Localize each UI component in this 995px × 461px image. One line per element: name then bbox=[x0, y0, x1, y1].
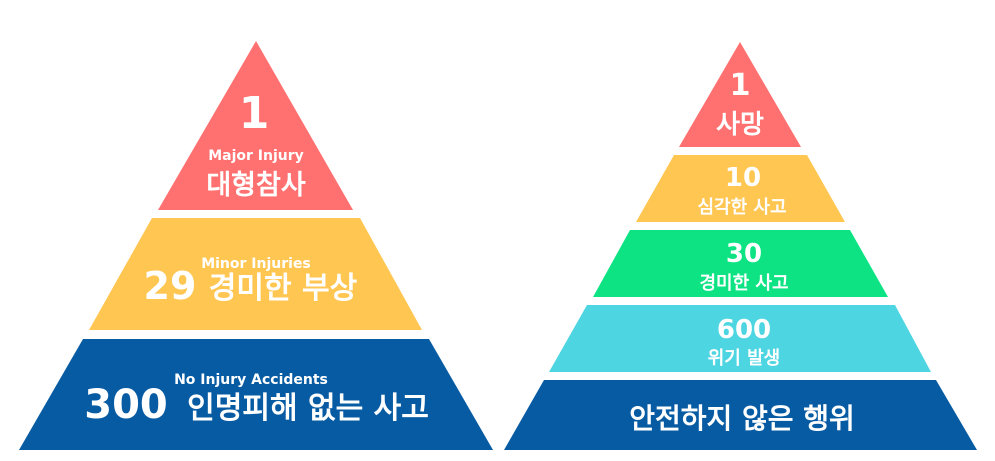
left-level-3-korean: 인명피해 없는 사고 bbox=[187, 391, 429, 426]
right-level-1-number: 1 bbox=[730, 68, 751, 103]
left-level-2 bbox=[89, 218, 422, 330]
left-level-2-number: 29 bbox=[144, 264, 197, 308]
right-level-5 bbox=[504, 380, 977, 450]
left-level-3-english: No Injury Accidents bbox=[174, 372, 328, 388]
right-level-3 bbox=[593, 230, 888, 297]
right-level-3-number: 30 bbox=[726, 239, 762, 269]
left-level-1 bbox=[158, 41, 353, 210]
right-level-4 bbox=[549, 305, 931, 372]
right-level-2-korean: 심각한 사고 bbox=[697, 197, 786, 218]
left-level-2-korean: 경미한 부상 bbox=[209, 271, 358, 306]
right-level-1-korean: 사망 bbox=[716, 110, 764, 140]
left-level-3 bbox=[19, 339, 493, 450]
right-level-4-korean: 위기 발생 bbox=[708, 348, 781, 369]
right-level-5-korean: 안전하지 않은 행위 bbox=[629, 402, 855, 435]
right-pyramid: 1 사망 10 심각한 사고 30 경미한 사고 600 위기 발생 안전하지 … bbox=[504, 42, 977, 450]
right-level-4-number: 600 bbox=[717, 315, 771, 345]
right-level-2 bbox=[636, 155, 845, 222]
right-level-1 bbox=[679, 42, 801, 147]
left-level-2-english: Minor Injuries bbox=[201, 256, 311, 272]
left-level-1-korean: 대형참사 bbox=[206, 170, 306, 201]
left-pyramid: 1 Major Injury 대형참사 Minor Injuries 29 경미… bbox=[19, 41, 493, 450]
right-level-3-korean: 경미한 사고 bbox=[699, 273, 788, 294]
left-level-1-number: 1 bbox=[239, 88, 270, 139]
left-level-3-number: 300 bbox=[84, 382, 168, 428]
right-level-2-number: 10 bbox=[725, 163, 761, 193]
left-level-1-english: Major Injury bbox=[208, 148, 304, 164]
